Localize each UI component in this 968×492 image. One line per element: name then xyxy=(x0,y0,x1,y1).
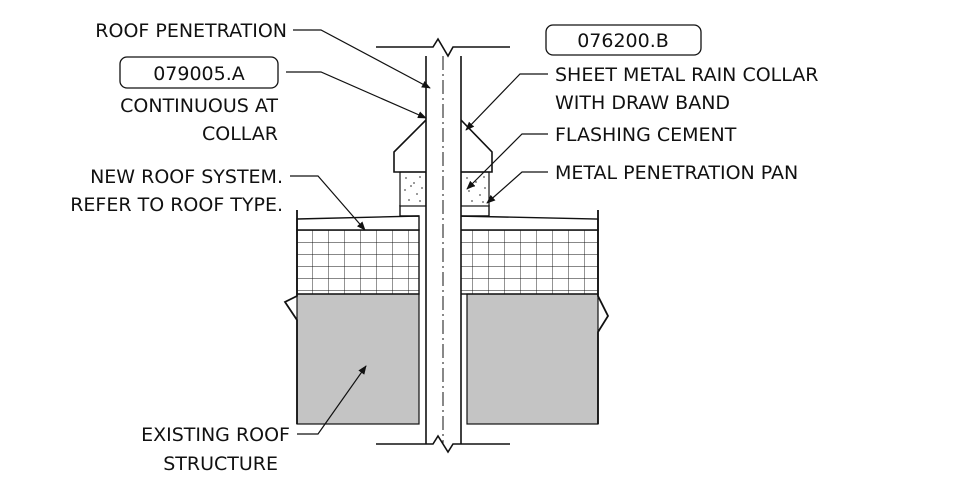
roof-membrane-left xyxy=(296,215,420,231)
label-existing-line2: STRUCTURE xyxy=(163,453,278,475)
label-continuous-line1: CONTINUOUS AT xyxy=(120,95,278,117)
break-line-left xyxy=(283,210,298,424)
right-roof-assembly xyxy=(455,210,610,425)
spec-tag-right: 076200.B xyxy=(545,24,702,56)
insulation-grid-left xyxy=(296,229,420,295)
leader-penetration-pan xyxy=(486,171,548,204)
label-rain-collar-line1: SHEET METAL RAIN COLLAR xyxy=(555,64,818,86)
label-roof-penetration: ROOF PENETRATION xyxy=(95,20,287,42)
spec-tag-left: 079005.A xyxy=(119,56,279,89)
insulation-grid-right xyxy=(455,229,599,295)
leader-new-roof xyxy=(290,175,366,231)
spec-tag-left-text: 079005.A xyxy=(153,63,245,85)
label-existing-line1: EXISTING ROOF xyxy=(141,424,290,446)
leader-roof-penetration xyxy=(293,29,431,89)
leader-existing xyxy=(297,365,367,435)
break-line-right xyxy=(597,210,610,424)
existing-structure-left xyxy=(296,293,420,425)
label-continuous-line2: COLLAR xyxy=(202,123,278,145)
rain-collar xyxy=(393,119,493,173)
leader-flashing-cement xyxy=(466,133,548,190)
left-roof-assembly xyxy=(283,210,420,425)
label-new-roof-line2: REFER TO ROOF TYPE. xyxy=(70,194,283,216)
label-penetration-pan: METAL PENETRATION PAN xyxy=(555,162,798,184)
label-new-roof-line1: NEW ROOF SYSTEM. xyxy=(90,166,283,188)
roof-membrane-right xyxy=(455,215,599,231)
existing-structure-right xyxy=(466,293,599,425)
metal-penetration-pan xyxy=(399,205,490,217)
leader-continuous-collar xyxy=(286,71,427,119)
label-flashing-cement: FLASHING CEMENT xyxy=(555,124,737,146)
roof-penetration-pipe xyxy=(376,37,510,454)
label-rain-collar-line2: WITH DRAW BAND xyxy=(555,92,730,114)
spec-tag-right-text: 076200.B xyxy=(577,30,669,52)
leader-lines xyxy=(286,29,548,435)
leader-rain-collar xyxy=(465,73,548,131)
